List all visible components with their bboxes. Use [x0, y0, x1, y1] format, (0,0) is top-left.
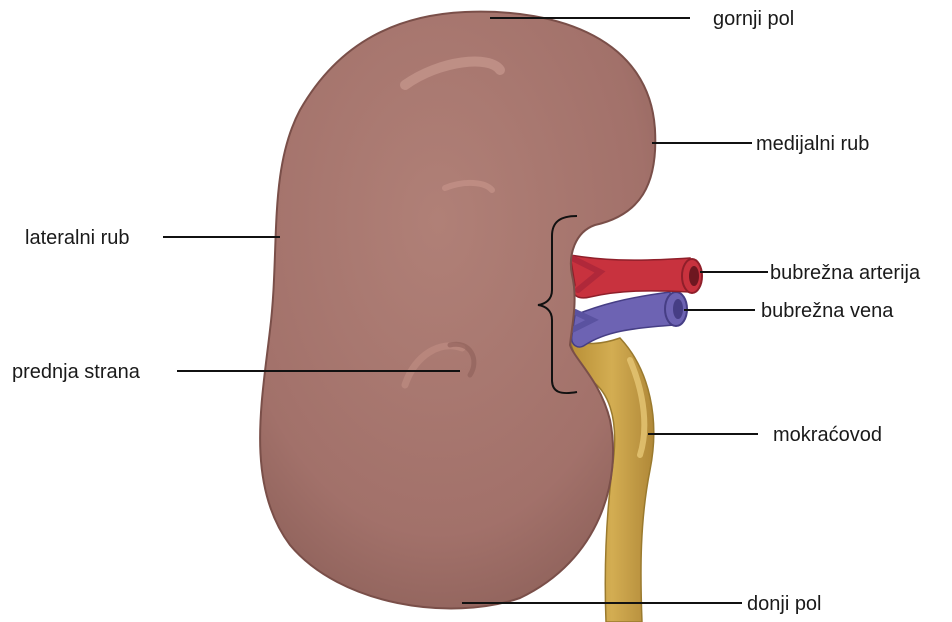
- label-medial-border: medijalni rub: [756, 133, 869, 155]
- renal-vein-shape: [572, 292, 687, 347]
- label-renal-artery: bubrežna arterija: [770, 262, 921, 284]
- renal-artery-shape: [570, 255, 702, 298]
- label-anterior-surface: prednja strana: [12, 361, 141, 383]
- label-renal-vein: bubrežna vena: [761, 300, 894, 322]
- label-lower-pole: donji pol: [747, 593, 822, 615]
- label-lateral-border: lateralni rub: [25, 227, 130, 249]
- label-upper-pole: gornji pol: [713, 8, 794, 30]
- label-ureter: mokraćovod: [773, 424, 882, 446]
